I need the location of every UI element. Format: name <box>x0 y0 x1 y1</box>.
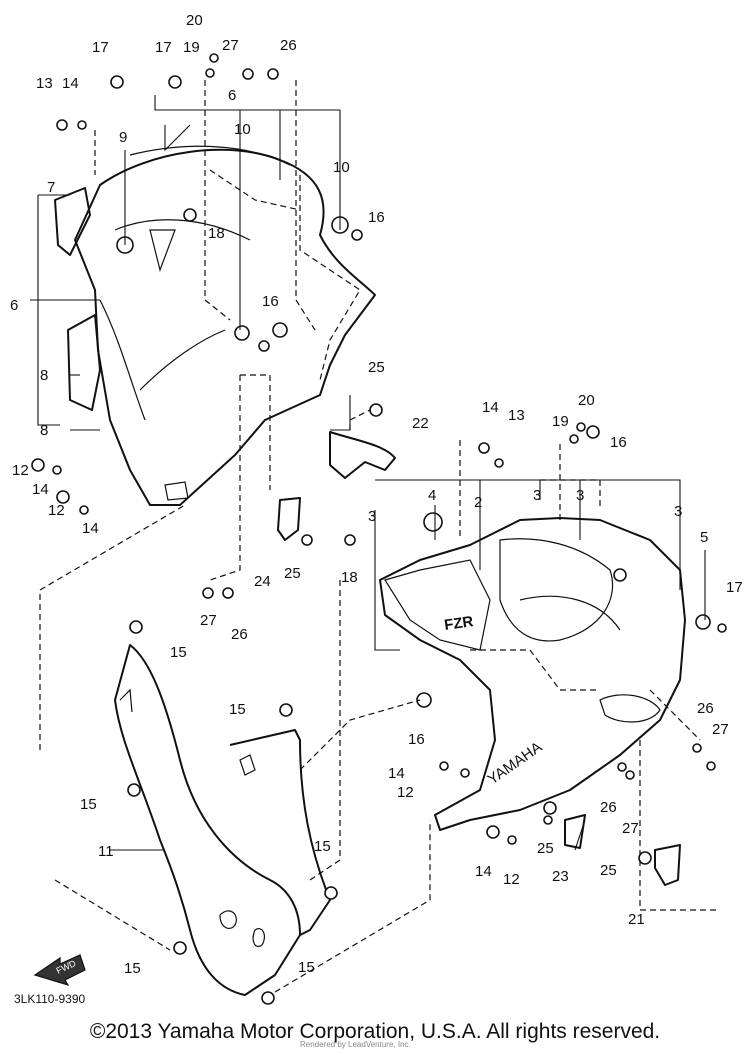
part-label-27: 27 <box>222 37 239 54</box>
part-label-25: 25 <box>284 565 301 582</box>
part-label-6: 6 <box>10 297 18 314</box>
bracket-24 <box>277 497 301 541</box>
part-label-14: 14 <box>32 481 49 498</box>
part-label-2: 2 <box>474 494 482 511</box>
part-label-16: 16 <box>610 434 627 451</box>
part-label-24: 24 <box>254 573 271 590</box>
part-label-27: 27 <box>622 820 639 837</box>
part-label-25: 25 <box>537 840 554 857</box>
part-label-17: 17 <box>726 579 743 596</box>
part-label-19: 19 <box>552 413 569 430</box>
side-cover-left <box>54 187 101 411</box>
bracket-22 <box>329 431 396 479</box>
part-label-17: 17 <box>155 39 172 56</box>
part-label-12: 12 <box>397 784 414 801</box>
part-label-25: 25 <box>600 862 617 879</box>
upper-fairing-body <box>74 145 376 506</box>
fasteners <box>31 53 727 1005</box>
part-label-15: 15 <box>229 701 246 718</box>
part-label-12: 12 <box>12 462 29 479</box>
part-label-16: 16 <box>368 209 385 226</box>
part-label-25: 25 <box>368 359 385 376</box>
part-label-5: 5 <box>700 529 708 546</box>
part-label-4: 4 <box>428 487 436 504</box>
copyright-notice: ©2013 Yamaha Motor Corporation, U.S.A. A… <box>89 1020 661 1043</box>
part-label-14: 14 <box>482 399 499 416</box>
leader-lines <box>30 95 706 851</box>
part-label-15: 15 <box>314 838 331 855</box>
part-label-23: 23 <box>552 868 569 885</box>
watermark-text: Rendered by LeadVenture, Inc. <box>300 1040 411 1049</box>
part-label-15: 15 <box>124 960 141 977</box>
part-label-14: 14 <box>62 75 79 92</box>
part-label-20: 20 <box>186 12 203 29</box>
part-label-3: 3 <box>368 508 376 525</box>
part-label-8: 8 <box>40 367 48 384</box>
part-label-13: 13 <box>36 75 53 92</box>
part-label-9: 9 <box>119 129 127 146</box>
part-label-7: 7 <box>47 179 55 196</box>
side-fairing-right: FZR YAMAHA <box>379 517 686 831</box>
part-label-17: 17 <box>92 39 109 56</box>
part-label-12: 12 <box>48 502 65 519</box>
part-label-15: 15 <box>80 796 97 813</box>
part-label-26: 26 <box>280 37 297 54</box>
lower-fairing-left <box>114 644 331 996</box>
part-label-3: 3 <box>533 487 541 504</box>
part-label-6: 6 <box>228 87 236 104</box>
part-label-10: 10 <box>234 121 251 138</box>
part-label-8: 8 <box>40 422 48 439</box>
part-label-22: 22 <box>412 415 429 432</box>
part-label-13: 13 <box>508 407 525 424</box>
part-label-16: 16 <box>262 293 279 310</box>
part-label-18: 18 <box>341 569 358 586</box>
bracket-23 <box>564 814 586 849</box>
part-label-15: 15 <box>298 959 315 976</box>
part-label-27: 27 <box>712 721 729 738</box>
part-label-12: 12 <box>503 871 520 888</box>
part-number-labels: 20 17 17 19 27 26 13 14 6 9 10 10 7 18 1… <box>10 12 743 977</box>
part-label-16: 16 <box>408 731 425 748</box>
part-label-20: 20 <box>578 392 595 409</box>
part-label-27: 27 <box>200 612 217 629</box>
part-label-26: 26 <box>697 700 714 717</box>
part-label-15: 15 <box>170 644 187 661</box>
part-label-3: 3 <box>576 487 584 504</box>
guide-lines <box>39 80 720 993</box>
diagram-reference-code: 3LK110-9390 <box>14 992 86 1006</box>
part-label-18: 18 <box>208 225 225 242</box>
bracket-21 <box>654 844 681 886</box>
forward-arrow-icon: FWD <box>33 954 86 987</box>
part-label-3: 3 <box>674 503 682 520</box>
part-label-14: 14 <box>82 520 99 537</box>
part-label-19: 19 <box>183 39 200 56</box>
part-label-11: 11 <box>98 843 114 860</box>
part-label-14: 14 <box>388 765 405 782</box>
part-label-14: 14 <box>475 863 492 880</box>
part-label-10: 10 <box>333 159 350 176</box>
fzr-emblem-text: FZR <box>443 613 474 634</box>
part-label-26: 26 <box>231 626 248 643</box>
part-label-21: 21 <box>628 911 645 928</box>
part-label-26: 26 <box>600 799 617 816</box>
